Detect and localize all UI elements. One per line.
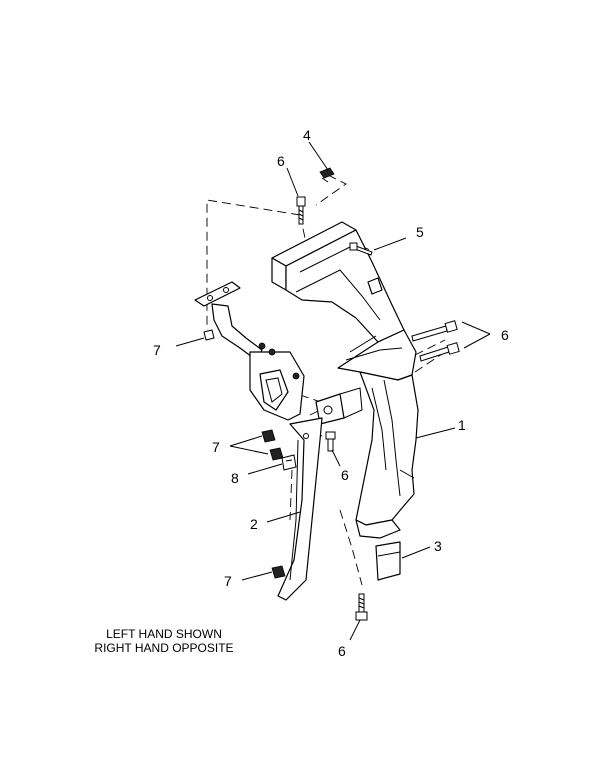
- screw-5: [349, 242, 373, 256]
- part-2-support-bracket: [194, 281, 323, 601]
- callout-6-right: 6: [501, 327, 509, 343]
- callout-2: 2: [250, 516, 258, 532]
- leader-lines: [175, 141, 491, 641]
- clip-8: [281, 454, 297, 471]
- clip-4: [319, 167, 335, 183]
- note-line-1: LEFT HAND SHOWN: [106, 627, 222, 641]
- callout-1: 1: [458, 417, 466, 433]
- nut-upper: [203, 329, 215, 341]
- callout-7-mid: 7: [212, 439, 220, 455]
- callout-4: 4: [303, 127, 311, 143]
- callout-6-top: 6: [277, 153, 285, 169]
- callout-7-upper: 7: [153, 342, 161, 358]
- callout-6-mid: 6: [341, 467, 349, 483]
- nut-mid-a: [261, 429, 276, 443]
- bolt-right-upper: [411, 320, 458, 342]
- callout-6-bottom: 6: [338, 643, 346, 659]
- bolt-right-lower: [419, 342, 460, 362]
- callout-7-lower: 7: [224, 573, 232, 589]
- note-line-2: RIGHT HAND OPPOSITE: [94, 641, 233, 655]
- part-3-flap: [375, 541, 401, 581]
- callout-5: 5: [416, 224, 424, 240]
- nut-mid-b: [269, 447, 284, 461]
- bolt-middle: [325, 431, 336, 452]
- bolt-bottom: [355, 593, 368, 621]
- callout-3: 3: [434, 538, 442, 554]
- callout-8: 8: [231, 470, 239, 486]
- bolt-top: [296, 196, 306, 225]
- nut-lower: [271, 565, 286, 579]
